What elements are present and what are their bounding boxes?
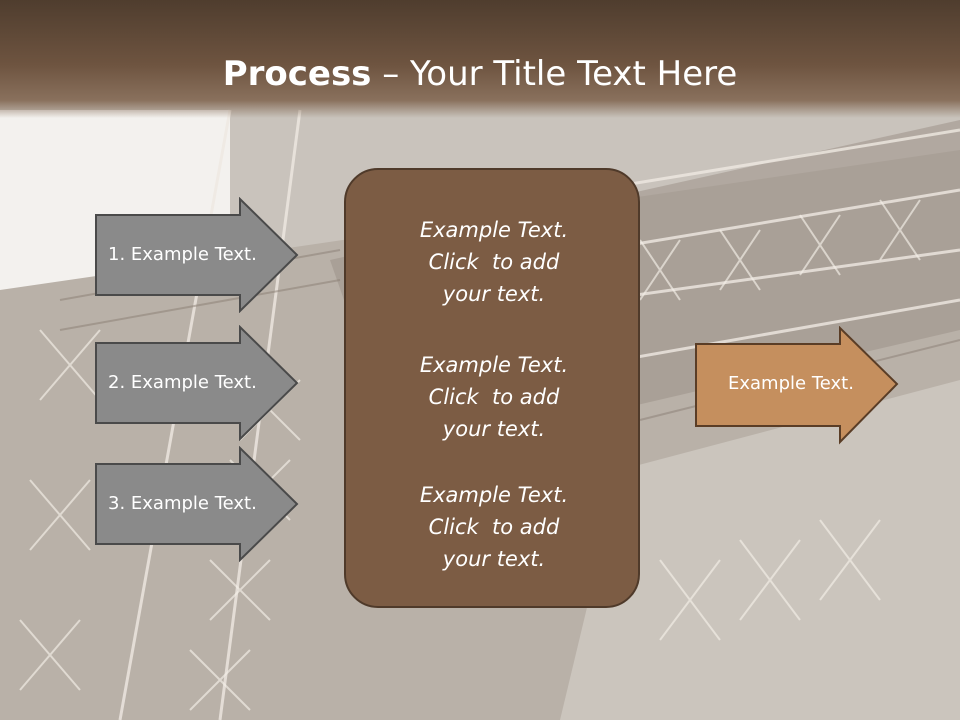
process-text-1[interactable]: Example Text. Click to add your text. bbox=[419, 218, 569, 306]
output-arrow-label: Example Text. bbox=[728, 373, 854, 394]
input-arrow-1-label: 1. Example Text. bbox=[108, 244, 257, 265]
input-arrow-2[interactable]: 2. Example Text. bbox=[94, 325, 300, 441]
input-arrow-3[interactable]: 3. Example Text. bbox=[94, 446, 300, 562]
slide-title: Process – Your Title Text Here bbox=[0, 52, 960, 96]
input-arrow-1[interactable]: 1. Example Text. bbox=[94, 197, 300, 313]
process-text-3[interactable]: Example Text. Click to add your text. bbox=[419, 483, 569, 571]
input-arrow-3-label: 3. Example Text. bbox=[108, 493, 257, 514]
process-text-2[interactable]: Example Text. Click to add your text. bbox=[419, 353, 569, 441]
title-bold: Process bbox=[222, 54, 372, 94]
output-arrow[interactable]: Example Text. bbox=[694, 326, 900, 446]
process-box[interactable]: Example Text. Click to add your text. Ex… bbox=[344, 168, 640, 608]
title-bar bbox=[0, 0, 960, 118]
title-rest: – Your Title Text Here bbox=[371, 54, 738, 94]
input-arrow-2-label: 2. Example Text. bbox=[108, 372, 257, 393]
